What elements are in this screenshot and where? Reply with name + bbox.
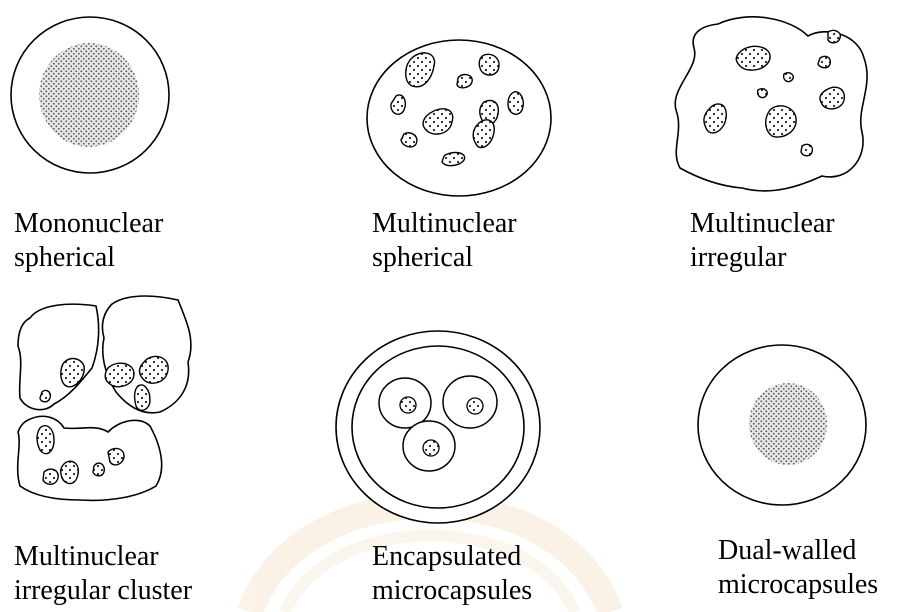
label-line-2: microcapsules	[718, 568, 878, 602]
label-line-1: Mononuclear	[14, 207, 163, 241]
capsule-right	[443, 376, 497, 428]
label-line-2: irregular cluster	[14, 574, 192, 608]
label-line-2: microcapsules	[372, 574, 532, 608]
label-line-1: Encapsulated	[372, 540, 532, 574]
core	[39, 43, 139, 147]
label-line-2: spherical	[14, 241, 163, 275]
label-line-1: Multinuclear	[14, 540, 192, 574]
dual-walled-microcapsules-diagram	[698, 345, 866, 505]
multinuclear-spherical-diagram	[367, 40, 551, 196]
encapsulated-microcapsules-diagram	[336, 331, 540, 523]
multinuclear-irregular-cluster-diagram	[18, 296, 191, 500]
label-line-1: Dual-walled	[718, 534, 878, 568]
label-line-2: spherical	[372, 241, 517, 275]
label-dual-walled-microcapsules: Dual-walled microcapsules	[718, 534, 878, 602]
capsule-bottom	[403, 421, 455, 471]
label-line-1: Multinuclear	[372, 207, 517, 241]
label-multinuclear-irregular: Multinuclear irregular	[690, 207, 835, 275]
multinuclear-irregular-diagram	[675, 17, 867, 191]
shell	[367, 40, 551, 196]
label-line-1: Multinuclear	[690, 207, 835, 241]
label-mononuclear-spherical: Mononuclear spherical	[14, 207, 163, 275]
label-multinuclear-spherical: Multinuclear spherical	[372, 207, 517, 275]
mononuclear-spherical-diagram	[11, 17, 169, 173]
core	[749, 383, 827, 465]
label-encapsulated-microcapsules: Encapsulated microcapsules	[372, 540, 532, 608]
capsule-left	[379, 378, 431, 428]
label-multinuclear-irregular-cluster: Multinuclear irregular cluster	[14, 540, 192, 608]
label-line-2: irregular	[690, 241, 835, 275]
